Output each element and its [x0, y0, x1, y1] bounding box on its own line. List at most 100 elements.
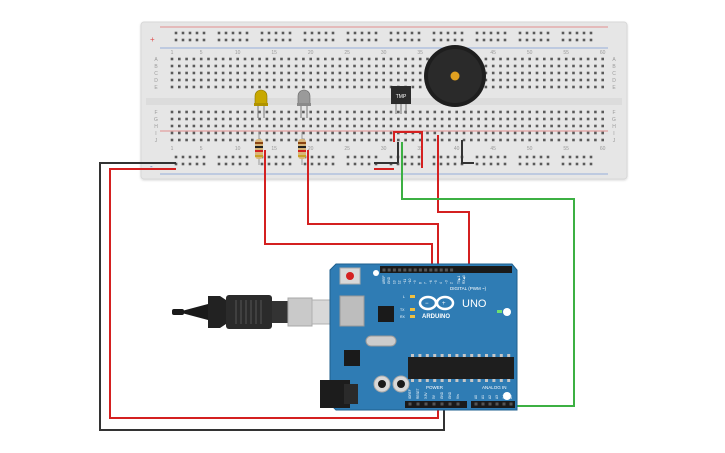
- breadboard-hole[interactable]: [513, 71, 517, 75]
- breadboard-hole[interactable]: [579, 124, 583, 128]
- rail-hole[interactable]: [288, 31, 292, 35]
- rail-hole[interactable]: [446, 155, 450, 159]
- breadboard-hole[interactable]: [572, 71, 575, 75]
- breadboard-hole[interactable]: [411, 78, 415, 82]
- breadboard-hole[interactable]: [324, 131, 327, 135]
- breadboard-hole[interactable]: [287, 57, 291, 61]
- breadboard-hole[interactable]: [353, 124, 356, 128]
- breadboard-hole[interactable]: [586, 71, 590, 75]
- breadboard-hole[interactable]: [185, 138, 188, 142]
- breadboard-hole[interactable]: [185, 57, 188, 61]
- breadboard-hole[interactable]: [360, 138, 364, 142]
- breadboard-hole[interactable]: [265, 117, 269, 121]
- breadboard-hole[interactable]: [302, 64, 305, 68]
- rail-hole[interactable]: [410, 31, 414, 35]
- breadboard-hole[interactable]: [367, 131, 371, 135]
- breadboard-hole[interactable]: [462, 117, 466, 121]
- breadboard-hole[interactable]: [506, 85, 510, 89]
- breadboard-hole[interactable]: [199, 138, 203, 142]
- breadboard-hole[interactable]: [170, 78, 174, 82]
- breadboard-hole[interactable]: [470, 124, 473, 128]
- rail-hole[interactable]: [546, 31, 550, 35]
- breadboard-hole[interactable]: [375, 138, 378, 142]
- rail-hole[interactable]: [288, 162, 292, 166]
- breadboard-hole[interactable]: [484, 110, 488, 114]
- breadboard-hole[interactable]: [521, 85, 524, 89]
- rail-hole[interactable]: [432, 31, 436, 35]
- breadboard-hole[interactable]: [528, 124, 531, 128]
- breadboard-hole[interactable]: [484, 85, 488, 89]
- resistor-2[interactable]: [298, 132, 306, 165]
- rail-hole[interactable]: [288, 155, 292, 159]
- rail-hole[interactable]: [202, 31, 206, 35]
- breadboard-hole[interactable]: [535, 71, 539, 75]
- breadboard-hole[interactable]: [192, 57, 196, 61]
- breadboard-hole[interactable]: [462, 138, 466, 142]
- breadboard-hole[interactable]: [236, 117, 239, 121]
- breadboard-hole[interactable]: [331, 131, 334, 135]
- breadboard-hole[interactable]: [302, 71, 305, 75]
- breadboard-hole[interactable]: [302, 78, 305, 82]
- rail-hole[interactable]: [181, 162, 185, 166]
- green-analog-wire[interactable]: [401, 142, 575, 407]
- breadboard-hole[interactable]: [543, 64, 546, 68]
- breadboard-hole[interactable]: [418, 85, 422, 89]
- breadboard-hole[interactable]: [207, 124, 210, 128]
- breadboard-hole[interactable]: [229, 78, 232, 82]
- breadboard-hole[interactable]: [236, 110, 239, 114]
- breadboard-hole[interactable]: [499, 78, 502, 82]
- rail-hole[interactable]: [568, 38, 572, 42]
- breadboard-hole[interactable]: [382, 64, 385, 68]
- breadboard-hole[interactable]: [199, 85, 203, 89]
- rail-hole[interactable]: [482, 38, 486, 42]
- header-pin[interactable]: [382, 268, 386, 272]
- breadboard-hole[interactable]: [236, 124, 239, 128]
- breadboard-hole[interactable]: [280, 71, 283, 75]
- breadboard-hole[interactable]: [572, 78, 575, 82]
- breadboard-hole[interactable]: [513, 85, 517, 89]
- breadboard-hole[interactable]: [294, 138, 298, 142]
- breadboard-hole[interactable]: [543, 71, 546, 75]
- breadboard-hole[interactable]: [294, 117, 298, 121]
- breadboard-hole[interactable]: [287, 110, 291, 114]
- breadboard-hole[interactable]: [543, 124, 546, 128]
- breadboard-hole[interactable]: [294, 71, 298, 75]
- breadboard-hole[interactable]: [521, 110, 524, 114]
- breadboard-hole[interactable]: [601, 57, 604, 61]
- breadboard-hole[interactable]: [543, 131, 546, 135]
- breadboard-hole[interactable]: [513, 138, 517, 142]
- breadboard-hole[interactable]: [543, 78, 546, 82]
- rail-hole[interactable]: [217, 162, 221, 166]
- breadboard-hole[interactable]: [214, 110, 218, 114]
- rail-hole[interactable]: [231, 38, 235, 42]
- breadboard-hole[interactable]: [418, 71, 422, 75]
- rail-hole[interactable]: [389, 155, 393, 159]
- red-led1-wire[interactable]: [264, 150, 433, 270]
- breadboard-hole[interactable]: [199, 117, 203, 121]
- breadboard-hole[interactable]: [214, 78, 218, 82]
- breadboard-hole[interactable]: [543, 57, 546, 61]
- rail-hole[interactable]: [267, 162, 271, 166]
- breadboard-hole[interactable]: [564, 110, 568, 114]
- breadboard-hole[interactable]: [448, 138, 451, 142]
- breadboard-hole[interactable]: [178, 110, 181, 114]
- breadboard-hole[interactable]: [572, 124, 575, 128]
- breadboard-hole[interactable]: [564, 124, 568, 128]
- breadboard-hole[interactable]: [594, 85, 597, 89]
- breadboard-hole[interactable]: [367, 85, 371, 89]
- breadboard-hole[interactable]: [345, 78, 349, 82]
- breadboard-hole[interactable]: [185, 110, 188, 114]
- breadboard-hole[interactable]: [462, 124, 466, 128]
- breadboard-hole[interactable]: [207, 117, 210, 121]
- breadboard-hole[interactable]: [324, 124, 327, 128]
- rail-hole[interactable]: [503, 31, 507, 35]
- breadboard-hole[interactable]: [309, 138, 312, 142]
- rail-hole[interactable]: [489, 155, 493, 159]
- rail-hole[interactable]: [496, 38, 500, 42]
- rail-hole[interactable]: [267, 31, 271, 35]
- breadboard-hole[interactable]: [309, 78, 312, 82]
- breadboard-hole[interactable]: [214, 131, 218, 135]
- rail-hole[interactable]: [181, 155, 185, 159]
- rail-hole[interactable]: [396, 38, 400, 42]
- breadboard-hole[interactable]: [280, 57, 283, 61]
